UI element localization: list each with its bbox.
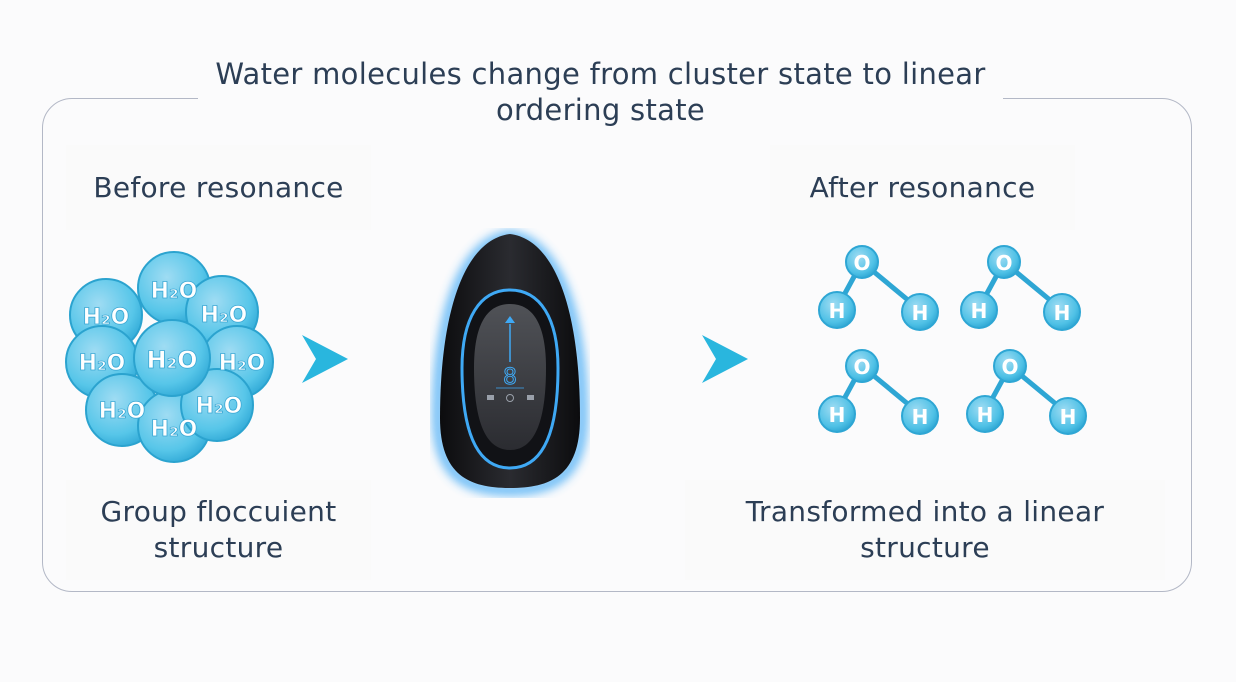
cluster-caption: Group floccuient structure [66,480,371,580]
arrow-right-icon [302,335,348,383]
molecule-label: H₂O [83,305,130,330]
oxygen-atom-label: O [853,355,870,379]
mode-icon[interactable] [527,395,534,400]
hydrogen-atom-label: H [1054,301,1071,325]
arrow-right-icon [702,335,748,383]
hydrogen-atom-label: H [977,403,994,427]
linear-molecules-illustration: O H H O H H O H H O H H [818,245,1087,435]
molecule-label: H₂O [196,394,243,419]
resonance-device: 8 [432,230,588,496]
mode-icon[interactable] [487,395,494,400]
hydrogen-atom-label: H [829,299,846,323]
linear-caption: Transformed into a linear structure [685,480,1165,580]
oxygen-atom-label: O [995,251,1012,275]
molecule-label: H₂O [201,303,248,328]
water-molecule: O H H [818,245,939,331]
hydrogen-atom-label: H [912,301,929,325]
molecule-label: H₂O [219,351,266,376]
oxygen-atom-label: O [1001,355,1018,379]
power-icon[interactable] [506,394,514,402]
after-resonance-heading: After resonance [770,145,1075,230]
bubble-group [65,251,274,463]
molecule-label: H₂O [151,417,198,442]
molecule-label: H₂O [151,279,198,304]
molecule-label: H₂O [79,351,126,376]
molecule-label: H₂O [147,346,198,374]
level-display: 8 [503,365,517,390]
oxygen-atom-label: O [853,251,870,275]
hydrogen-atom-label: H [912,405,929,429]
molecule-label: H₂O [99,399,146,424]
indicator-icon [505,316,515,323]
water-cluster-illustration: H₂O H₂O H₂O H₂O H₂O H₂O H₂O H₂O H₂O [65,251,274,463]
hydrogen-atom-label: H [971,299,988,323]
water-molecule: O H H [966,349,1087,435]
before-resonance-heading: Before resonance [66,145,371,230]
water-molecule: O H H [960,245,1081,331]
hydrogen-atom-label: H [1060,405,1077,429]
hydrogen-atom-label: H [829,403,846,427]
diagram-title: Water molecules change from cluster stat… [198,42,1003,142]
water-molecule: O H H [818,349,939,435]
